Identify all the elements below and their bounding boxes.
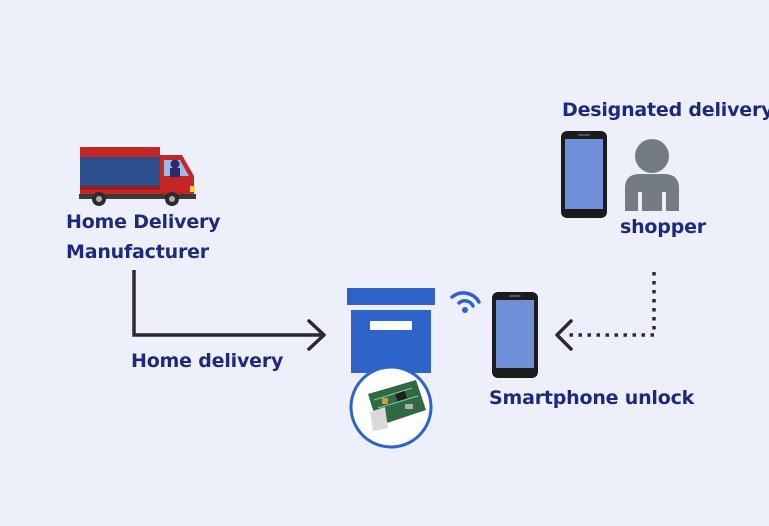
designated-delivery-arrow xyxy=(555,272,656,351)
delivery-truck-icon xyxy=(79,147,196,206)
delivery-box-icon xyxy=(347,288,435,373)
designated-delivery-label: Designated delivery xyxy=(562,99,769,121)
wifi-icon xyxy=(450,291,481,313)
smartphone-unlock-label: Smartphone unlock xyxy=(489,387,695,409)
person-icon xyxy=(625,139,679,211)
shopper-smartphone-icon xyxy=(561,131,607,218)
manufacturer-label-line1: Home Delivery xyxy=(66,211,221,233)
manufacturer-label-line2: Manufacturer xyxy=(66,241,209,263)
circuit-board-icon xyxy=(349,365,433,449)
home-delivery-label: Home delivery xyxy=(131,350,284,372)
home-delivery-arrow xyxy=(132,270,326,351)
manufacturer-label: Home Delivery Manufacturer xyxy=(66,207,221,267)
smartphone-icon xyxy=(492,292,538,378)
shopper-label: shopper xyxy=(620,216,706,238)
